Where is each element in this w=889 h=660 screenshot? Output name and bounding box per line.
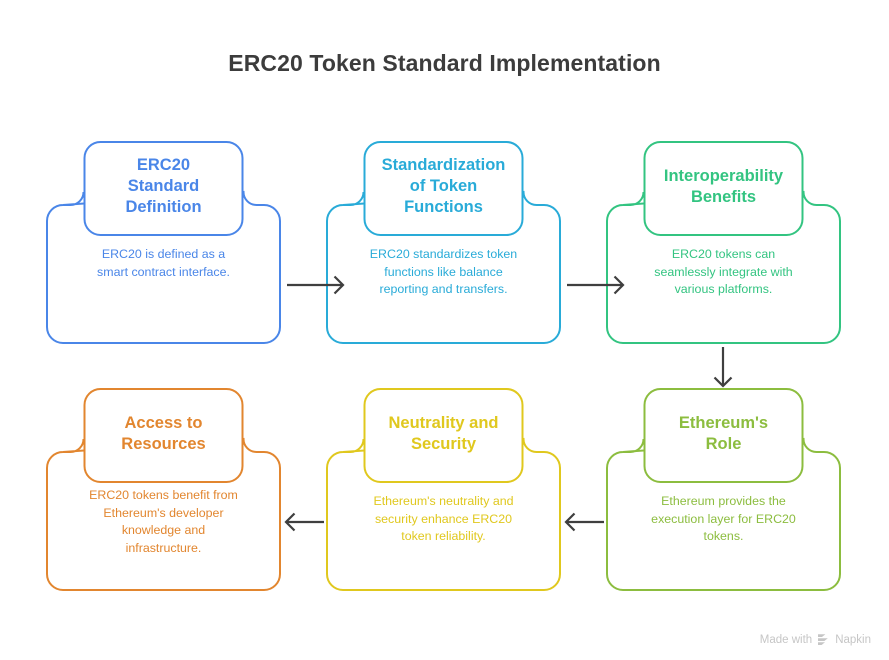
- node-body-line: knowledge and: [121, 523, 206, 537]
- napkin-watermark: Made with Napkin: [760, 633, 871, 646]
- node-header-chip: [83, 388, 244, 483]
- node-body-line: ERC20 tokens benefit from: [89, 488, 238, 502]
- node-body-label: Ethereum's neutrality and security enhanc…: [326, 493, 561, 546]
- node-header-chip: [643, 141, 804, 236]
- node-body-line: seamlessly integrate with: [654, 264, 793, 279]
- node-body-label: ERC20 tokens can seamlessly integrate wit…: [606, 246, 841, 299]
- node-body-line: reporting and transfers.: [379, 282, 508, 296]
- node-body-line: Ethereum's developer: [103, 505, 224, 520]
- node-header-line: Functions: [404, 198, 483, 216]
- node-header-line: Interoperability: [663, 167, 784, 185]
- node-header-line: Role: [705, 435, 742, 453]
- node-shape-access-to-resources: [46, 388, 281, 591]
- node-shape-ethereums-role: [606, 388, 841, 591]
- node-header-label: Access to Resources: [46, 413, 281, 455]
- node-header-chip: [363, 141, 524, 236]
- node-header-line: Standard: [127, 177, 200, 195]
- arrow-definition-to-standardization: [287, 275, 345, 295]
- node-header-line: Definition: [125, 198, 202, 216]
- connector-arrowhead-icon: [333, 275, 345, 295]
- node-header-line: Resources: [121, 435, 206, 453]
- page-title: ERC20 Token Standard Implementation: [228, 50, 661, 76]
- node-body-line: ERC20 is defined as a: [101, 247, 226, 261]
- node-body-line: Ethereum's neutrality and: [373, 494, 514, 508]
- node-shape-neutrality-and-security: [326, 388, 561, 591]
- node-header-line: Ethereum's: [678, 414, 769, 432]
- node-body-label: ERC20 is defined as a smart contract inte…: [46, 246, 281, 281]
- arrow-ethereums-role-to-neutrality: [564, 512, 604, 532]
- napkin-chevron-logo-icon: [818, 634, 828, 645]
- node-header-line: Neutrality and: [388, 414, 499, 432]
- watermark-made-with-label: Made with: [759, 633, 813, 646]
- node-body-line: token reliability.: [401, 529, 486, 543]
- node-body-line: functions like balance: [384, 264, 503, 279]
- node-shape-interoperability-benefits: [606, 141, 841, 344]
- watermark-brand-label: Napkin: [835, 633, 871, 646]
- connector-arrowhead-icon: [613, 275, 625, 295]
- connector-arrowhead-icon: [564, 512, 576, 532]
- node-body-line: ERC20 standardizes token: [369, 247, 518, 261]
- node-body-label: ERC20 standardizes token functions like b…: [326, 246, 561, 299]
- node-header-line: Standardization: [381, 156, 506, 174]
- node-header-line: Access to: [124, 414, 203, 432]
- node-body-line: security enhance ERC20: [374, 511, 513, 526]
- node-body-line: tokens.: [703, 529, 744, 543]
- arrow-neutrality-to-access: [284, 512, 324, 532]
- node-shape-standardization-of-token-functions: [326, 141, 561, 344]
- node-header-line: of Token: [409, 177, 478, 195]
- connector-arrowhead-icon: [713, 376, 733, 388]
- node-header-chip: [363, 388, 524, 483]
- node-header-line: Benefits: [690, 188, 757, 206]
- node-header-line: Security: [410, 435, 477, 453]
- node-body-line: various platforms.: [674, 282, 773, 296]
- node-body-line: ERC20 tokens can: [671, 247, 776, 261]
- arrow-standardization-to-interoperability: [567, 275, 625, 295]
- node-body-label: Ethereum provides the execution layer for…: [606, 493, 841, 546]
- node-body-line: Ethereum provides the: [661, 494, 786, 508]
- node-body-line: execution layer for ERC20: [651, 511, 796, 526]
- node-shape-erc20-standard-definition: [46, 141, 281, 344]
- node-header-line: ERC20: [136, 156, 191, 174]
- node-header-chip: [83, 141, 244, 236]
- connector-arrowhead-icon: [284, 512, 296, 532]
- arrow-interoperability-to-ethereums-role: [713, 347, 733, 388]
- node-header-chip: [643, 388, 804, 483]
- node-body-line: infrastructure.: [125, 540, 202, 555]
- node-body-line: smart contract interface.: [97, 264, 230, 279]
